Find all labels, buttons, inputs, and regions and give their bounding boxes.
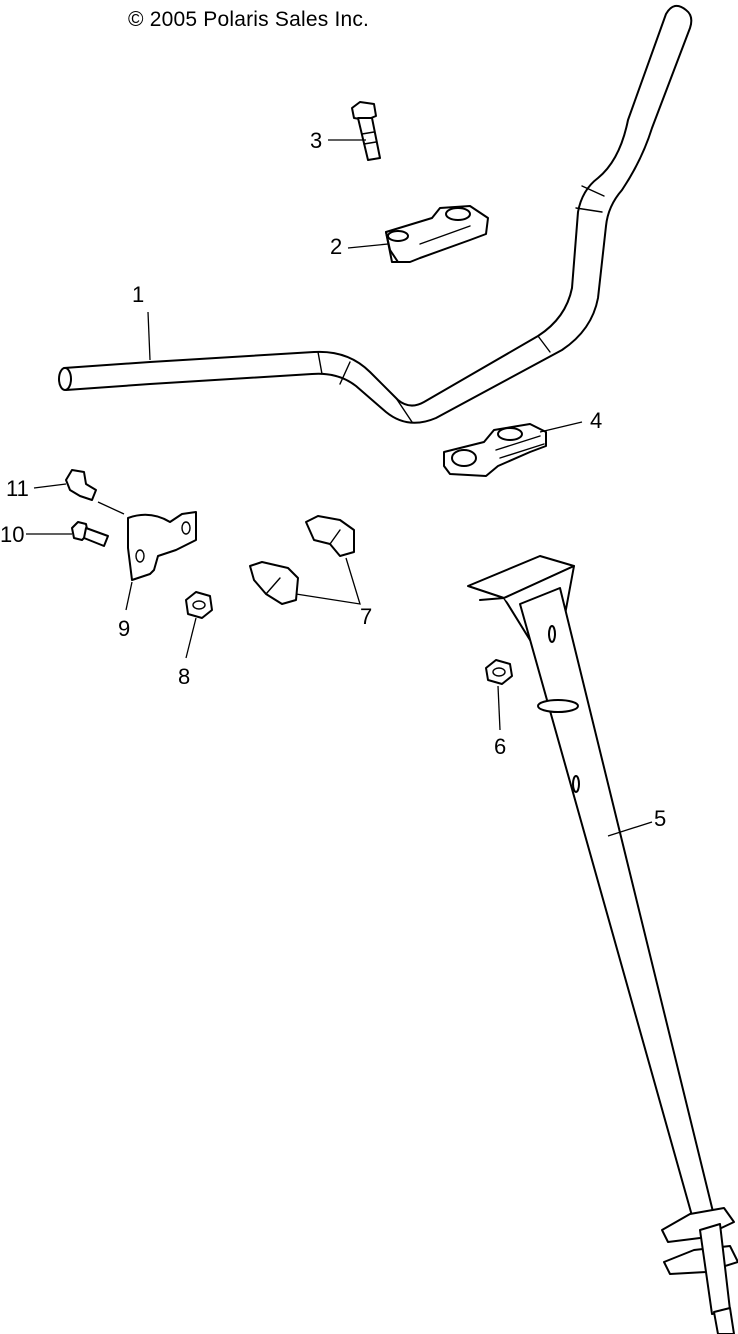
nut-part-6[interactable] — [485, 659, 513, 685]
lower-clamp-part[interactable] — [443, 423, 547, 477]
copyright-text: © 2005 Polaris Sales Inc. — [128, 8, 370, 31]
callout-2: 2 — [330, 234, 342, 259]
callout-4: 4 — [590, 408, 602, 433]
nut-part-8[interactable] — [185, 591, 213, 619]
upper-clamp-part[interactable] — [385, 205, 489, 263]
callout-5: 5 — [654, 806, 666, 831]
callout-9: 9 — [118, 616, 130, 641]
leader-lines — [26, 139, 653, 837]
callout-10: 10 — [0, 522, 24, 547]
steering-post-part[interactable] — [467, 555, 738, 1334]
bolt-part-10[interactable] — [71, 521, 109, 547]
clip-part-b[interactable] — [249, 561, 299, 605]
callout-1: 1 — [132, 282, 144, 307]
callout-8: 8 — [178, 664, 190, 689]
bolt-part[interactable] — [351, 101, 381, 161]
callout-11: 11 — [6, 476, 29, 501]
callout-3: 3 — [310, 128, 322, 153]
bracket-part[interactable] — [127, 511, 197, 581]
handlebar-part[interactable] — [58, 4, 693, 424]
callout-6: 6 — [494, 734, 506, 759]
callout-7: 7 — [360, 604, 372, 629]
clip-part-a[interactable] — [305, 515, 355, 557]
fitting-part-11[interactable] — [65, 469, 97, 501]
